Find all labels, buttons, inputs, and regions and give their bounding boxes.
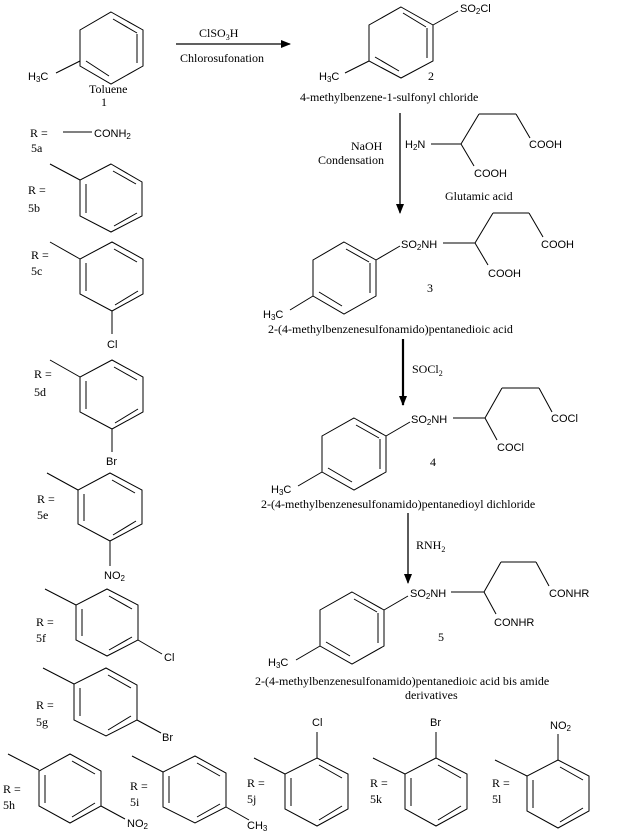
compound-3-structure: SO2NH COOH COOH H3C 3 2-(4-methylbenzene…: [263, 212, 574, 336]
r-5a-group: CONH2: [94, 128, 131, 141]
compound-2-number: 2: [428, 69, 434, 83]
step1-arrow: ClSO3H Chlorosufonation: [176, 26, 291, 65]
compound-4-name: 2-(4-methylbenzenesulfonamido)pentanedio…: [261, 497, 535, 511]
r-label: R =: [28, 183, 46, 197]
compound-4-number: 4: [430, 455, 436, 469]
r-label: R =: [36, 698, 54, 712]
r-id: 5j: [247, 792, 256, 806]
r-label: R =: [36, 615, 54, 629]
compound-5-group2: CONHR: [494, 617, 534, 629]
compound-3-group1: COOH: [541, 239, 574, 251]
compound-5-methyl: H3C: [268, 657, 288, 670]
r-id: 5e: [37, 508, 48, 522]
compound-5-number: 5: [438, 630, 444, 644]
r-5g-substituent: Br: [162, 732, 173, 744]
compound-3-number: 3: [427, 281, 433, 295]
r-5f-substituent: Cl: [164, 652, 174, 664]
glutamic-acid-structure: H2N COOH COOH Glutamic acid: [405, 113, 562, 203]
step1-condition: Chlorosufonation: [180, 51, 264, 65]
r-label: R =: [31, 248, 49, 262]
r-label: R =: [3, 782, 21, 796]
r-5c-substituent: Cl: [107, 339, 117, 351]
compound-4-group1: COCl: [551, 413, 578, 425]
r-group-5l: R = 5l NO2: [492, 720, 590, 829]
toluene-structure: H3C Toluene 1: [28, 11, 144, 109]
r-label: R =: [37, 492, 55, 506]
compound-3-name: 2-(4-methylbenzenesulfonamido)pentanedio…: [268, 322, 513, 336]
r-group-5g: R = 5g Br: [36, 667, 173, 744]
r-id: 5b: [28, 201, 40, 215]
r-5j-substituent: Cl: [312, 717, 322, 729]
compound-5-structure: SO2NH CONHR CONHR H3C 5 2-(4-methylbenze…: [255, 561, 589, 702]
r-id: 5i: [130, 795, 140, 809]
r-id: 5k: [370, 792, 382, 806]
compound-4-structure: SO2NH COCl COCl H3C 4 2-(4-methylbenzene…: [261, 387, 578, 511]
r-5d-substituent: Br: [106, 456, 117, 468]
glutamic-amine: H2N: [405, 139, 425, 152]
glutamic-acid2: COOH: [474, 168, 507, 180]
compound-5-name-line2: derivatives: [405, 688, 458, 702]
r-5i-substituent: CH3: [247, 820, 268, 833]
compound-2-methyl: H3C: [319, 71, 339, 84]
r-group-5k: R = 5k Br: [370, 717, 468, 827]
r-5k-substituent: Br: [430, 717, 441, 729]
r-5e-substituent: NO2: [104, 570, 126, 583]
r-group-5i: R = 5i CH3: [130, 755, 268, 833]
step4-reagent: RNH2: [416, 538, 445, 554]
step2-arrow: NaOH Condensation: [318, 113, 404, 214]
r-group-5a: R = CONH2 5a: [30, 126, 131, 155]
compound-5-group1: CONHR: [549, 588, 589, 600]
r-id: 5d: [34, 385, 46, 399]
r-group-5j: R = 5j Cl: [247, 717, 349, 827]
step3-arrow: SOCl2: [399, 339, 443, 406]
step4-arrow: RNH2: [404, 513, 445, 584]
r-5h-substituent: NO2: [127, 818, 149, 831]
compound-3-link: SO2NH: [401, 239, 437, 252]
r-group-5b: R = 5b: [28, 163, 143, 233]
r-label: R =: [130, 779, 148, 793]
r-group-5d: R = 5d Br: [34, 359, 144, 468]
r-group-5h: R = 5h NO2: [3, 753, 149, 831]
toluene-name: Toluene: [89, 82, 127, 96]
compound-4-link: SO2NH: [411, 414, 447, 427]
compound-4-methyl: H3C: [271, 484, 291, 497]
compound-2-group: SO2Cl: [460, 3, 491, 16]
r-label: R =: [370, 776, 388, 790]
r-label: R =: [247, 776, 265, 790]
glutamic-acid1: COOH: [529, 139, 562, 151]
r-group-5f: R = 5f Cl: [36, 588, 174, 664]
toluene-methyl-label: H3C: [28, 71, 48, 84]
step2-reagent: NaOH: [351, 139, 383, 153]
r-group-5c: R = 5c Cl: [31, 241, 144, 351]
compound-4-group2: COCl: [497, 442, 524, 454]
glutamic-name: Glutamic acid: [445, 189, 513, 203]
toluene-number: 1: [101, 95, 107, 109]
compound-3-group2: COOH: [488, 268, 521, 280]
r-id: 5h: [3, 798, 15, 812]
r-id: 5l: [492, 792, 502, 806]
step2-condition: Condensation: [318, 153, 384, 167]
r-id: 5a: [31, 141, 43, 155]
r-id: 5g: [36, 715, 48, 729]
compound-2-name: 4-methylbenzene-1-sulfonyl chloride: [300, 90, 478, 104]
compound-5-link: SO2NH: [410, 588, 446, 601]
step1-reagent: ClSO3H: [199, 26, 239, 42]
compound-2-structure: SO2Cl H3C 2 4-methylbenzene-1-sulfonyl c…: [300, 3, 491, 104]
r-group-5e: R = 5e NO2: [37, 472, 143, 583]
r-label: R =: [30, 126, 48, 140]
r-id: 5f: [36, 631, 46, 645]
r-id: 5c: [31, 264, 42, 278]
r-label: R =: [492, 776, 510, 790]
step3-reagent: SOCl2: [412, 362, 443, 378]
compound-5-name-line1: 2-(4-methylbenzenesulfonamido)pentanedio…: [255, 674, 549, 688]
r-5l-substituent: NO2: [550, 720, 572, 733]
r-label: R =: [34, 367, 52, 381]
compound-3-methyl: H3C: [263, 309, 283, 322]
